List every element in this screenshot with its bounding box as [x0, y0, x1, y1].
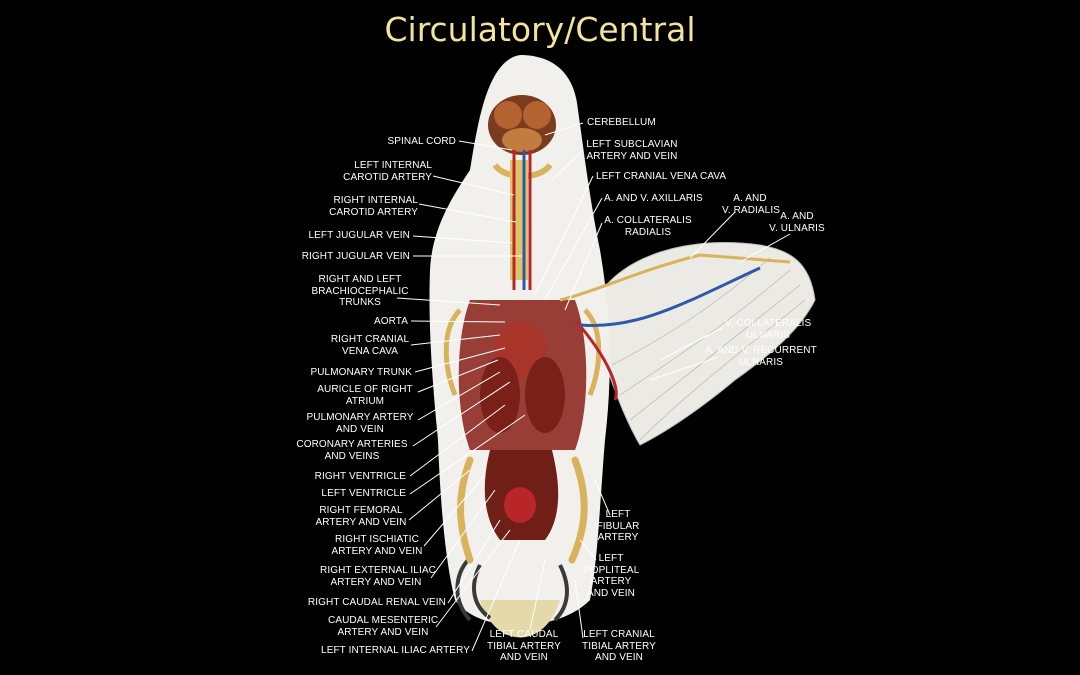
label-left-internal-iliac-artery: LEFT INTERNAL ILIAC ARTERY	[321, 645, 470, 656]
label-right-ischiatic-artery-vein: RIGHT ISCHIATIC ARTERY AND VEIN	[331, 534, 423, 557]
tail	[480, 600, 560, 638]
label-right-cranial-vena-cava: RIGHT CRANIAL VENA CAVA	[330, 334, 410, 357]
label-brachiocephalic-trunks: RIGHT AND LEFT BRACHIOCEPHALIC TRUNKS	[311, 274, 409, 308]
label-right-jugular-vein: RIGHT JUGULAR VEIN	[301, 251, 410, 262]
label-collateralis-radialis: A. COLLATERALIS RADIALIS	[604, 215, 692, 238]
label-coronary-arteries-veins: CORONARY ARTERIES AND VEINS	[296, 439, 408, 462]
label-left-cranial-tibial-artery-vein: LEFT CRANIAL TIBIAL ARTERY AND VEIN	[582, 629, 656, 663]
label-collateralis-ulnaris: V. COLLATERALIS ULNARIS	[724, 318, 812, 341]
label-pulmonary-artery-vein: PULMONARY ARTERY AND VEIN	[306, 412, 414, 435]
label-left-ventricle: LEFT VENTRICLE	[321, 488, 406, 499]
label-caudal-mesenteric-artery-vein: CAUDAL MESENTERIC ARTERY AND VEIN	[328, 615, 439, 638]
label-right-caudal-renal-vein: RIGHT CAUDAL RENAL VEIN	[307, 597, 446, 608]
label-ulnaris: A. AND V. ULNARIS	[769, 211, 825, 234]
thoracic-organs	[443, 300, 602, 450]
label-auricle-right-atrium: AURICLE OF RIGHT ATRIUM	[317, 384, 413, 407]
left-wing	[595, 242, 816, 446]
label-left-fibular-artery: LEFT FIBULAR ARTERY	[596, 509, 640, 543]
label-right-external-iliac-artery-vein: RIGHT EXTERNAL ILIAC ARTERY AND VEIN	[320, 565, 436, 588]
wing-feather-lines	[611, 257, 806, 441]
leader-lines	[396, 122, 791, 652]
blood-vessels-neck	[512, 150, 532, 290]
diagram-title: Circulatory/Central	[384, 10, 696, 49]
label-pulmonary-trunk: PULMONARY TRUNK	[310, 367, 412, 378]
label-left-jugular-vein: LEFT JUGULAR VEIN	[308, 230, 410, 241]
label-right-femoral-artery-vein: RIGHT FEMORAL ARTERY AND VEIN	[315, 505, 407, 528]
abdominal-organs	[484, 450, 559, 540]
label-axillaris: A. AND V. AXILLARIS	[604, 193, 703, 204]
label-right-internal-carotid-artery: RIGHT INTERNAL CAROTID ARTERY	[329, 195, 418, 218]
label-spinal-cord: SPINAL CORD	[387, 136, 456, 147]
label-left-cranial-vena-cava: LEFT CRANIAL VENA CAVA	[596, 171, 727, 182]
label-aorta: AORTA	[373, 316, 408, 327]
label-left-caudal-tibial-artery-vein: LEFT CAUDAL TIBIAL ARTERY AND VEIN	[487, 629, 561, 663]
label-cerebellum: CEREBELLUM	[587, 117, 656, 128]
label-left-popliteal-artery-vein: LEFT POPLITEAL ARTERY AND VEIN	[584, 553, 640, 599]
label-right-ventricle: RIGHT VENTRICLE	[314, 471, 406, 482]
label-left-subclavian-artery-vein: LEFT SUBCLAVIAN ARTERY AND VEIN	[586, 139, 678, 162]
label-left-internal-carotid-artery: LEFT INTERNAL CAROTID ARTERY	[343, 160, 432, 183]
leg-bones	[457, 456, 588, 564]
label-recurrent-ulnaris: A. AND V. RECURRENT ULNARIS	[705, 345, 817, 368]
label-radialis: A. AND V. RADIALIS	[722, 193, 780, 216]
